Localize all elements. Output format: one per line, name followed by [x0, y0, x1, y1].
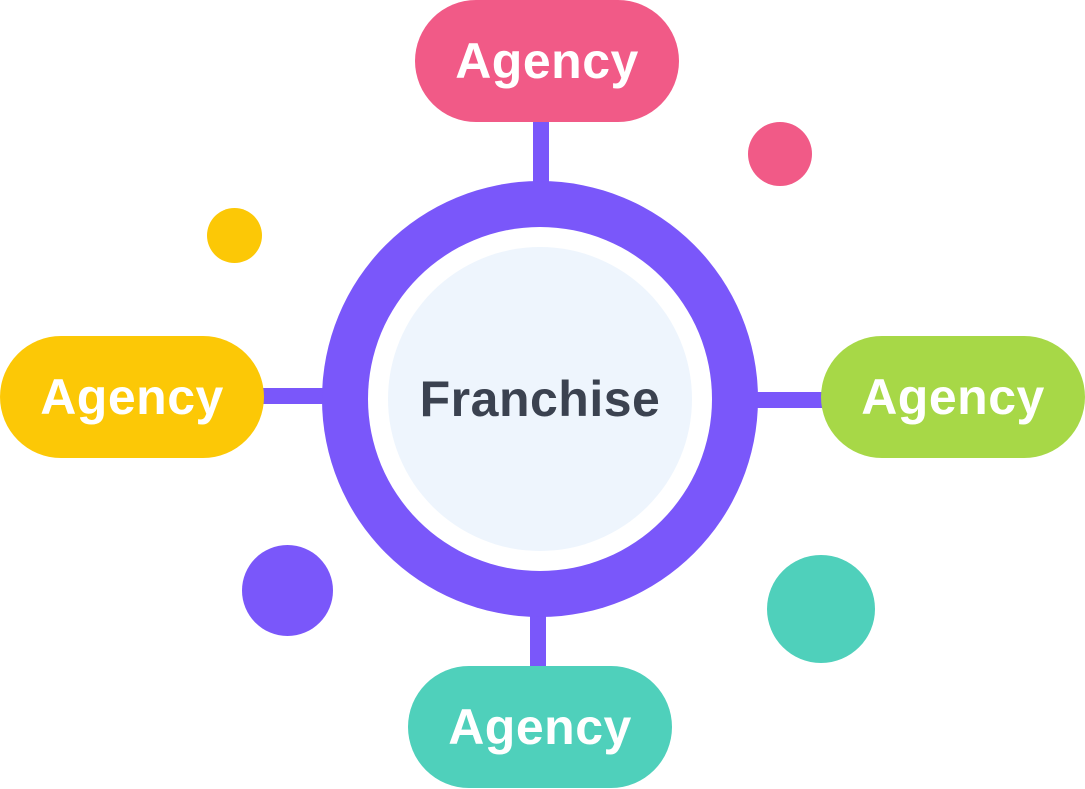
decorative-dot-pink — [748, 122, 812, 186]
center-label: Franchise — [419, 371, 661, 427]
decorative-dot-yellow — [207, 208, 262, 263]
connector-bottom — [530, 612, 546, 670]
agency-label-left: Agency — [40, 369, 224, 425]
decorative-dot-purple — [242, 545, 333, 636]
agency-node-bottom: Agency — [408, 666, 672, 788]
agency-node-left: Agency — [0, 336, 264, 458]
connector-top — [533, 120, 549, 186]
decorative-dot-teal — [767, 555, 875, 663]
agency-label-bottom: Agency — [448, 699, 632, 755]
connector-right — [752, 392, 826, 408]
agency-node-top: Agency — [415, 0, 679, 122]
agency-node-right: Agency — [821, 336, 1085, 458]
connector-left — [262, 388, 328, 404]
agency-label-right: Agency — [861, 369, 1045, 425]
agency-label-top: Agency — [455, 33, 639, 89]
center-node: Franchise — [388, 247, 692, 551]
